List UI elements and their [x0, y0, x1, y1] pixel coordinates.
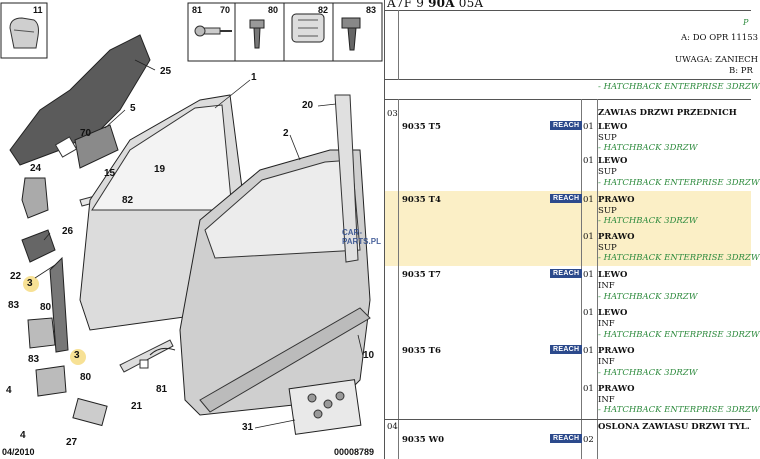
reach-badge[interactable]: REACH — [550, 121, 583, 130]
part-name: LEWO — [598, 122, 628, 132]
top-variant: - HATCHBACK ENTERPRISE 3DRZW — [598, 82, 760, 92]
callout-25[interactable]: 25 — [160, 66, 172, 77]
section-number: 04 — [387, 422, 398, 432]
part-sub: SUP — [598, 206, 617, 216]
push-clip-icon — [291, 13, 325, 43]
callout-81[interactable]: 81 — [156, 384, 168, 395]
screw-icon — [249, 19, 265, 49]
part-sub: SUP — [598, 167, 617, 177]
callout-80b[interactable]: 80 — [80, 372, 92, 383]
part-variant: - HATCHBACK ENTERPRISE 3DRZW — [598, 330, 760, 340]
callout-24[interactable]: 24 — [30, 163, 42, 174]
part-name: PRAWO — [598, 232, 635, 242]
callout-26[interactable]: 26 — [62, 226, 74, 237]
part-name: LEWO — [598, 156, 628, 166]
callout-10[interactable]: 10 — [363, 350, 375, 361]
part-sub: SUP — [598, 133, 617, 143]
part-variant: - HATCHBACK 3DRZW — [598, 216, 698, 226]
parts-catalog-table: A7F 9 90A 05A P A: DO OPR 11153 UWAGA: Z… — [384, 0, 760, 459]
reach-badge[interactable]: REACH — [550, 269, 583, 278]
part-variant: - HATCHBACK 3DRZW — [598, 368, 698, 378]
box-label-80: 80 — [268, 5, 279, 15]
part-name: LEWO — [598, 308, 628, 318]
bolt-icon — [341, 17, 361, 51]
qty: 01 — [583, 122, 594, 132]
callout-4b[interactable]: 4 — [20, 430, 26, 441]
box-label-82: 82 — [318, 5, 329, 15]
qty: 01 — [583, 156, 594, 166]
callout-82[interactable]: 82 — [122, 195, 134, 206]
part-ref-9035T4[interactable]: 9035 T4 — [402, 195, 441, 205]
highlighted-row-group — [385, 191, 751, 266]
parts-diagram: 11 81 70 80 82 83 1 2 3 3 4 4 5 10 15 19… — [0, 2, 383, 457]
part-name: PRAWO — [598, 195, 635, 205]
callout-1[interactable]: 1 — [251, 72, 257, 83]
callout-4a[interactable]: 4 — [6, 385, 12, 396]
qty: 01 — [583, 270, 594, 280]
part-ref-9035T7[interactable]: 9035 T7 — [402, 270, 441, 280]
callout-5[interactable]: 5 — [130, 103, 136, 114]
callout-70[interactable]: 70 — [80, 128, 92, 139]
reach-badge[interactable]: REACH — [550, 345, 583, 354]
qty: 01 — [583, 384, 594, 394]
exploded-door-drawing — [0, 2, 383, 435]
qty: 01 — [583, 232, 594, 242]
qty: 01 — [583, 346, 594, 356]
callout-15[interactable]: 15 — [104, 168, 116, 179]
part-name: LEWO — [598, 270, 628, 280]
part-variant: - HATCHBACK ENTERPRISE 3DRZW — [598, 405, 760, 415]
part-ref-9035W0[interactable]: 9035 W0 — [402, 435, 445, 445]
note-a: A: DO OPR 11153 — [681, 33, 759, 43]
qty: 01 — [583, 308, 594, 318]
section-number: 03 — [387, 109, 398, 119]
callout-27[interactable]: 27 — [66, 437, 78, 448]
box-label-81: 81 — [192, 5, 203, 15]
part-sub: INF — [598, 357, 615, 367]
section-title: OSLONA ZAWIASU DRZWI TYL. — [598, 422, 750, 432]
callout-20[interactable]: 20 — [302, 100, 314, 111]
box-label-83: 83 — [366, 5, 377, 15]
part-variant: - HATCHBACK ENTERPRISE 3DRZW — [598, 178, 760, 188]
corner-mark: P — [743, 18, 749, 27]
callout-22[interactable]: 22 — [10, 271, 22, 282]
reach-badge[interactable]: REACH — [550, 434, 583, 443]
box-label-11: 11 — [33, 5, 43, 15]
diagram-number: 00008789 — [334, 447, 375, 457]
part-sub: INF — [598, 319, 615, 329]
part-ref-9035T6[interactable]: 9035 T6 — [402, 346, 441, 356]
callout-3b[interactable]: 3 — [74, 350, 80, 361]
section-title: ZAWIAS DRZWI PRZEDNICH — [598, 108, 737, 118]
callout-19[interactable]: 19 — [154, 164, 166, 175]
note-uwaga: UWAGA: ZANIECH — [675, 55, 759, 65]
callout-31[interactable]: 31 — [242, 422, 254, 433]
part-variant: - HATCHBACK 3DRZW — [598, 143, 698, 153]
catalog-reference: A7F 9 90A 05A — [387, 0, 484, 10]
reach-badge[interactable]: REACH — [550, 194, 583, 203]
qty: 01 — [583, 195, 594, 205]
diagram-date: 04/2010 — [2, 447, 35, 457]
part-sub: INF — [598, 395, 615, 405]
qty: 02 — [583, 435, 594, 445]
callout-83b[interactable]: 83 — [28, 354, 40, 365]
callout-3a[interactable]: 3 — [27, 278, 33, 289]
callout-83a[interactable]: 83 — [8, 300, 20, 311]
watermark-logo: CAR-PARTS.PL — [342, 228, 381, 246]
part-variant: - HATCHBACK 3DRZW — [598, 292, 698, 302]
part-sub: SUP — [598, 243, 617, 253]
part-name: PRAWO — [598, 346, 635, 356]
part-variant: - HATCHBACK ENTERPRISE 3DRZW — [598, 253, 760, 263]
part-sub: INF — [598, 281, 615, 291]
callout-21[interactable]: 21 — [131, 401, 143, 412]
box-label-70: 70 — [220, 5, 231, 15]
callout-2[interactable]: 2 — [283, 128, 289, 139]
note-b: B: PR — [729, 66, 753, 76]
rivet-icon — [194, 25, 232, 37]
callout-80a[interactable]: 80 — [40, 302, 52, 313]
part-name: PRAWO — [598, 384, 635, 394]
part-ref-9035T5[interactable]: 9035 T5 — [402, 122, 441, 132]
clip-part-icon — [9, 17, 39, 49]
